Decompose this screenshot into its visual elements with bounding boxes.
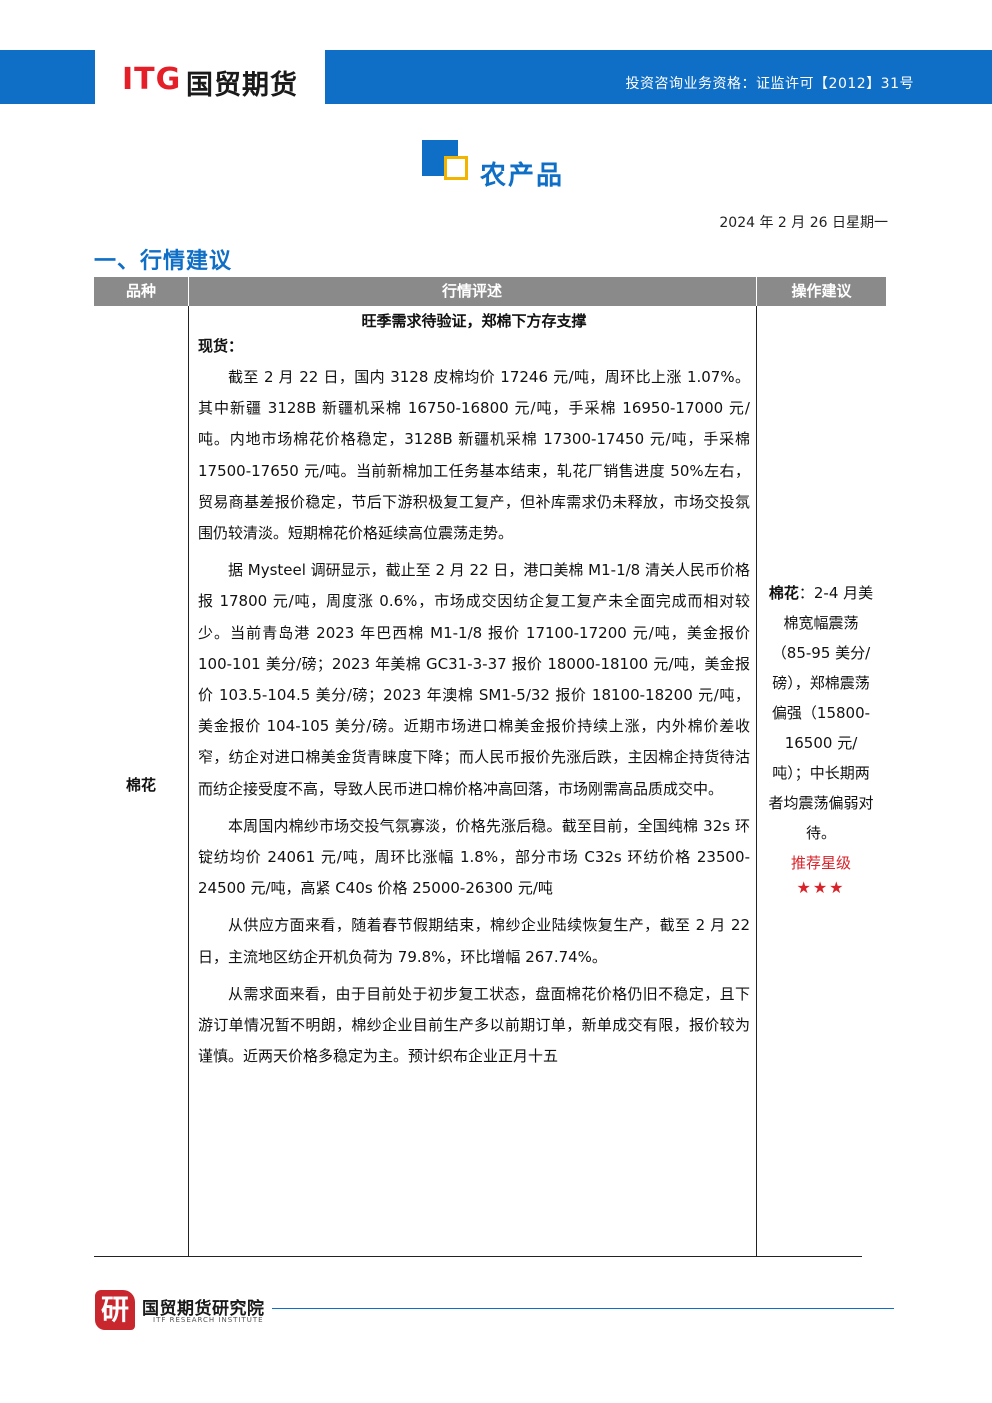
section-square-icon	[422, 140, 470, 186]
table-cell-review: 旺季需求待验证，郑棉下方存支撑 现货： 截至 2 月 22 日，国内 3128 …	[198, 308, 750, 1078]
review-paragraph: 本周国内棉纱市场交投气氛寡淡，价格先涨后稳。截至目前，全国纯棉 32s 环锭纺均…	[198, 816, 750, 898]
license-text: 投资咨询业务资格：证监许可【2012】31号	[625, 76, 914, 92]
footer-divider	[272, 1308, 894, 1309]
table-border	[188, 306, 189, 1256]
review-paragraph: 从需求面来看，由于目前处于初步复工状态，盘面棉花价格仍旧不稳定，且下游订单情况暂…	[198, 984, 750, 1066]
review-paragraph: 从供应方面来看，随着春节假期结束，棉纱企业陆续恢复生产，截至 2 月 22 日，…	[198, 916, 750, 966]
review-paragraph: 据 Mysteel 调研显示，截止至 2 月 22 日，港口美棉 M1-1/8 …	[198, 561, 750, 798]
table-bottom-border	[94, 1256, 862, 1257]
column-header-advice: 操作建议	[791, 282, 852, 300]
report-date: 2024 年 2 月 26 日星期一	[719, 215, 888, 231]
table-border	[756, 306, 757, 1256]
advice-text: ：2-4 月美棉宽幅震荡（85-95 美分/磅），郑棉震荡偏强（15800-16…	[768, 584, 874, 842]
review-title: 旺季需求待验证，郑棉下方存支撑	[361, 312, 587, 330]
rating-stars-icon: ★★★	[796, 878, 846, 897]
footer-institute-name: 国贸期货研究院	[142, 1299, 265, 1319]
review-subheading: 现货：	[198, 337, 244, 355]
research-seal-icon: 研	[95, 1290, 135, 1330]
advice-commodity: 棉花	[768, 584, 799, 602]
table-cell-advice: 棉花：2-4 月美棉宽幅震荡（85-95 美分/磅），郑棉震荡偏强（15800-…	[766, 578, 876, 898]
column-header-review: 行情评述	[441, 282, 502, 300]
company-logo-cn: 国贸期货	[186, 70, 298, 101]
table-header: 品种 行情评述 操作建议	[94, 277, 886, 306]
section-title: 农产品	[480, 161, 565, 191]
column-header-variety: 品种	[125, 282, 156, 300]
review-paragraph: 截至 2 月 22 日，国内 3128 皮棉均价 17246 元/吨，周环比上涨…	[198, 368, 750, 543]
table-cell-variety: 棉花	[125, 776, 156, 794]
rating-label: 推荐星级	[790, 854, 851, 872]
company-logo-latin: ITG	[122, 62, 182, 97]
footer-institute-en: ITF RESEARCH INSTITUTE	[153, 1316, 264, 1324]
heading-market-advice: 一、行情建议	[94, 249, 233, 274]
logo-box	[95, 50, 325, 104]
